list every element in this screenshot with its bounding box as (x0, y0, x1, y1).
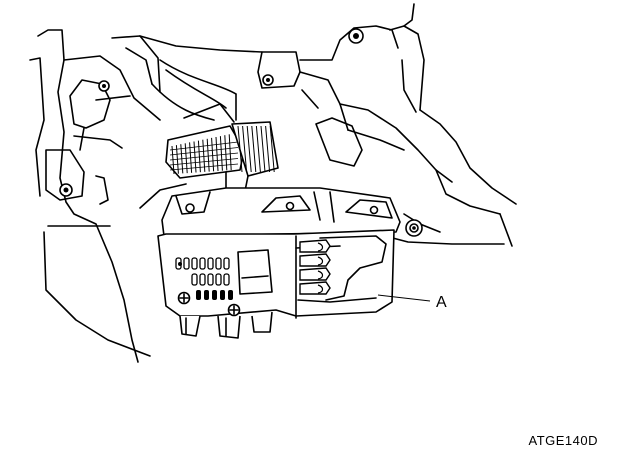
leader-line (377, 294, 431, 302)
figure-code: ATGE140D (528, 433, 598, 448)
bolt-icon (262, 74, 274, 86)
callout-label: A (436, 294, 447, 311)
wire-connector (165, 103, 279, 197)
callout-a: A (377, 294, 447, 311)
bolt-icon (59, 183, 73, 197)
bolt-icon (348, 28, 364, 44)
junction-box-icon (157, 187, 401, 339)
bolt-icon (405, 219, 423, 237)
bolt-icon (98, 80, 110, 92)
dash-structure (29, 3, 517, 363)
